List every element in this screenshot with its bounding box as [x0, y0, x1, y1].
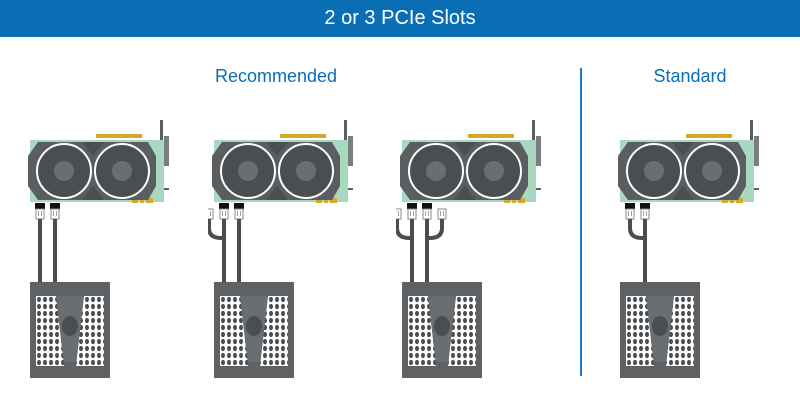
config-two-cables-two-pigtails: [396, 120, 556, 382]
gpu-icon: [27, 120, 170, 204]
gpu-icon: [399, 120, 542, 204]
psu-icon: [214, 282, 294, 378]
section-label-recommended: Recommended: [214, 66, 338, 86]
pcie-plug-icon: [396, 208, 402, 220]
pcie-plug-icon: [219, 208, 229, 220]
pcie-plug-icon: [50, 208, 60, 220]
pcie-plug-icon: [437, 208, 447, 220]
page-header: 2 or 3 PCIe Slots: [0, 0, 800, 37]
pcie-plug-icon: [640, 208, 650, 220]
config-two-cables: [24, 120, 184, 382]
pcie-plug-icon: [35, 208, 45, 220]
pcie-plug-icon: [625, 208, 635, 220]
gpu-icon: [617, 120, 760, 204]
section-label-standard: Standard: [653, 66, 727, 86]
psu-icon: [30, 282, 110, 378]
config-two-cables-one-pigtail: [208, 120, 368, 382]
pcie-plug-icon: [422, 208, 432, 220]
pcie-plug-icon: [234, 208, 244, 220]
psu-icon: [402, 282, 482, 378]
pcie-plug-icon: [208, 208, 214, 220]
psu-icon: [620, 282, 700, 378]
page-title: 2 or 3 PCIe Slots: [324, 7, 476, 29]
gpu-icon: [211, 120, 354, 204]
pcie-plug-icon: [407, 208, 417, 220]
config-single-daisy-chain: [614, 120, 774, 382]
section-divider: [580, 68, 582, 376]
